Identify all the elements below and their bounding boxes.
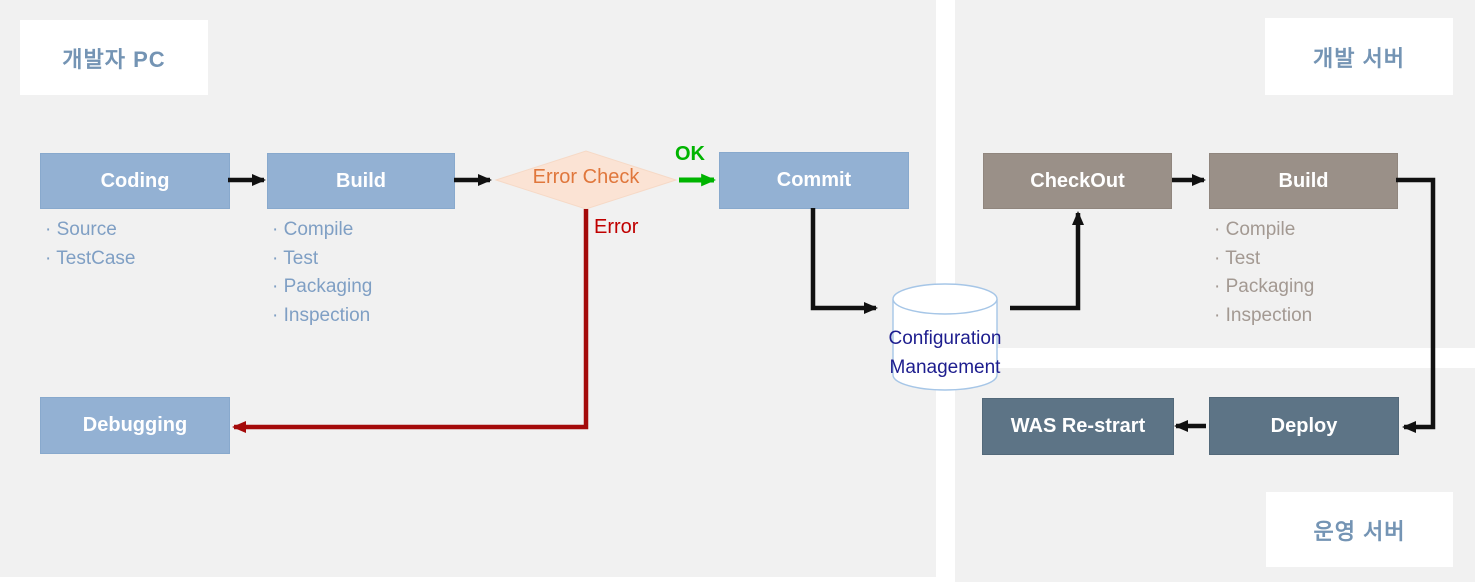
zone-label-dev-server: 개발 서버 — [1265, 18, 1453, 95]
error-edge-label: Error — [594, 216, 639, 238]
node-build-local-label: Build — [336, 169, 386, 192]
error-check-label: Error Check — [532, 166, 640, 188]
ok-edge-label: OK — [675, 143, 705, 165]
list-item: · TestCase — [45, 247, 136, 269]
list-item: · Test — [1214, 247, 1261, 269]
node-debugging-label: Debugging — [82, 414, 188, 436]
build-server-detail-list: · Compile · Test · Packaging · Inspectio… — [1214, 216, 1314, 330]
node-was-restart-label: WAS Re-strart — [1010, 415, 1146, 437]
node-coding: Coding — [40, 153, 230, 209]
node-build-server-label: Build — [1278, 169, 1329, 192]
list-item: · Test — [272, 247, 319, 269]
list-item: · Packaging — [1214, 276, 1315, 297]
node-deploy-label: Deploy — [1270, 414, 1338, 437]
zone-label-developer-pc: 개발자 PC — [20, 20, 208, 95]
config-mgmt-label: Configuration Management — [845, 324, 1045, 382]
list-item: · Inspection — [272, 304, 371, 326]
node-build-local: Build — [267, 153, 455, 209]
zone-label-dev-server-text: 개발 서버 — [1312, 45, 1406, 71]
list-item: · Compile — [1214, 219, 1296, 240]
list-item: · Inspection — [1214, 304, 1313, 326]
coding-detail-list: · Source · TestCase — [45, 216, 135, 273]
list-item: · Source — [45, 219, 117, 240]
node-checkout: CheckOut — [983, 153, 1172, 209]
zone-label-ops-server-text: 운영 서버 — [1313, 518, 1406, 544]
node-commit: Commit — [719, 152, 909, 209]
config-mgmt-line2: Management — [889, 357, 1001, 378]
node-was-restart: WAS Re-strart — [982, 398, 1174, 455]
list-item: · Packaging — [272, 276, 373, 297]
node-checkout-label: CheckOut — [1030, 169, 1125, 192]
node-build-server: Build — [1209, 153, 1398, 209]
node-commit-label: Commit — [776, 169, 852, 191]
config-mgmt-line1: Configuration — [888, 328, 1002, 349]
zone-label-developer-pc-text: 개발자 PC — [62, 46, 166, 72]
list-item: · Compile — [272, 219, 354, 240]
node-deploy: Deploy — [1209, 397, 1399, 455]
zone-label-ops-server: 운영 서버 — [1266, 492, 1453, 567]
build-local-detail-list: · Compile · Test · Packaging · Inspectio… — [272, 216, 372, 330]
node-debugging: Debugging — [40, 397, 230, 454]
node-coding-label: Coding — [100, 169, 170, 192]
